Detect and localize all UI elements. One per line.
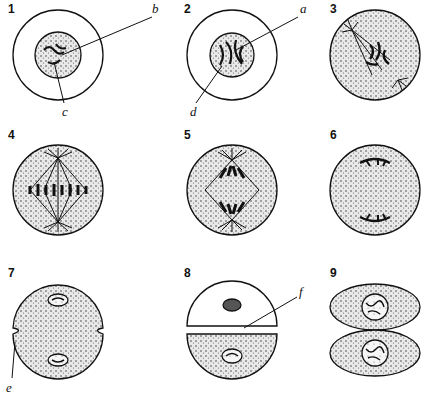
stage-number: 3 bbox=[330, 2, 337, 17]
callout-letter: e bbox=[6, 380, 12, 395]
callout-letter: d bbox=[190, 104, 197, 119]
stage-number: 5 bbox=[184, 128, 191, 143]
stage-number: 4 bbox=[8, 128, 15, 143]
callout-letter: a bbox=[300, 1, 307, 16]
callout-letter: b bbox=[152, 1, 159, 16]
stage-number: 9 bbox=[330, 266, 337, 281]
callout-letter: c bbox=[62, 104, 68, 119]
stage-number: 2 bbox=[184, 2, 191, 17]
stage-number: 6 bbox=[330, 128, 337, 143]
stage-number: 8 bbox=[184, 266, 191, 281]
stage-number: 7 bbox=[8, 266, 15, 281]
stage-number: 1 bbox=[8, 2, 15, 17]
callout-letter: f bbox=[299, 284, 303, 299]
